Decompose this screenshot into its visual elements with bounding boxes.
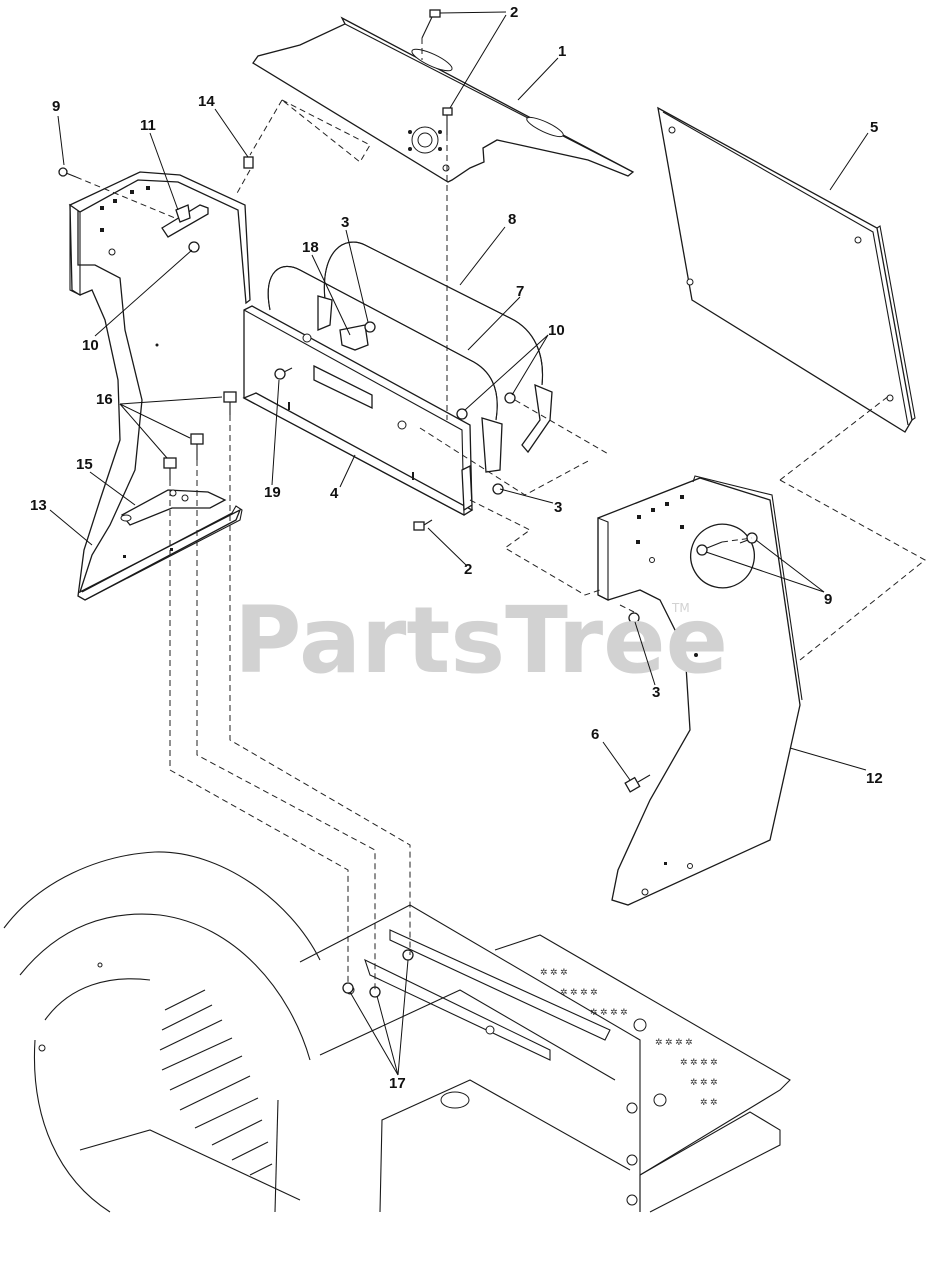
part-12-right-chute: [597, 475, 803, 906]
callout-15: 15: [76, 456, 93, 473]
callout-10-right: 10: [548, 322, 565, 339]
bolt-16-b: [190, 433, 204, 460]
callout-2-top: 2: [510, 4, 518, 21]
callout-5: 5: [870, 119, 878, 136]
callout-12: 12: [866, 770, 883, 787]
callout-4: 4: [330, 485, 339, 502]
callout-14: 14: [198, 93, 215, 110]
part-14-insert: [243, 156, 254, 169]
callout-17: 17: [389, 1075, 406, 1092]
callout-3-mid: 3: [341, 214, 349, 231]
callout-labels: 2 1 9 14 11 5 3 8 18 7 10 10 16 15 19 4 …: [30, 4, 883, 1092]
screw-9-a: [696, 541, 723, 556]
svg-text:✲ ✲ ✲: ✲ ✲ ✲: [540, 967, 568, 977]
housing-vent-slots: [159, 989, 273, 1176]
nut-10-a: [456, 408, 468, 420]
bolt-2-bottom: [413, 519, 433, 531]
callout-2-bottom: 2: [464, 561, 472, 578]
callout-8: 8: [508, 211, 516, 228]
callout-13: 13: [30, 497, 47, 514]
bolt-6: [624, 774, 651, 793]
callout-16: 16: [96, 391, 113, 408]
screw-9-left: [58, 167, 77, 178]
bolt-16-a: [223, 391, 237, 415]
callout-6: 6: [591, 726, 599, 743]
nut-3-mid: [364, 321, 376, 333]
part-5-side-panel: [657, 106, 916, 433]
callout-3-lower: 3: [652, 684, 660, 701]
watermark-text: PartsTree: [234, 587, 728, 694]
screw-19: [274, 367, 293, 380]
svg-text:✲ ✲ ✲ ✲: ✲ ✲ ✲ ✲: [590, 1007, 628, 1017]
svg-text:✲ ✲ ✲ ✲: ✲ ✲ ✲ ✲: [560, 987, 598, 997]
leader-lines: [49, 11, 869, 1076]
svg-text:✲ ✲: ✲ ✲: [700, 1097, 718, 1107]
part-8-outer-handle: [317, 241, 553, 454]
blower-housing-base: ✲ ✲ ✲ ✲ ✲ ✲ ✲ ✲ ✲ ✲ ✲ ✲ ✲ ✲ ✲ ✲ ✲ ✲ ✲ ✲ …: [3, 851, 791, 1213]
assembly-dashed-lines: [75, 38, 926, 990]
svg-text:✲ ✲ ✲ ✲: ✲ ✲ ✲ ✲: [680, 1057, 718, 1067]
callout-9-right: 9: [824, 591, 832, 608]
part-1-top-plate: [252, 16, 635, 183]
svg-text:✲ ✲ ✲: ✲ ✲ ✲: [690, 1077, 718, 1087]
nut-10-b: [504, 392, 516, 404]
callout-11: 11: [140, 117, 156, 134]
callout-19: 19: [264, 484, 281, 501]
callout-7: 7: [516, 283, 524, 300]
part-4-center-bracket: [242, 305, 474, 516]
bolt-2-top: [421, 9, 441, 39]
deck-dimple-pattern: ✲ ✲ ✲ ✲ ✲ ✲ ✲ ✲ ✲ ✲ ✲ ✲ ✲ ✲ ✲ ✲ ✲ ✲ ✲ ✲ …: [540, 967, 718, 1107]
watermark-tm: TM: [671, 601, 690, 615]
callout-3-right: 3: [554, 499, 562, 516]
part-7-inner-handle: [267, 265, 503, 473]
part-13-left-chute: [68, 171, 251, 601]
svg-text:✲ ✲ ✲ ✲: ✲ ✲ ✲ ✲: [655, 1037, 693, 1047]
nut-10-left: [188, 241, 200, 253]
watermark: PartsTree TM: [234, 587, 728, 694]
callout-1: 1: [558, 43, 566, 60]
bolt-16-c: [163, 457, 177, 480]
callout-10-left: 10: [82, 337, 99, 354]
callout-18: 18: [302, 239, 319, 256]
bolt-2-mid: [442, 107, 453, 135]
fasteners: [58, 9, 758, 998]
nut-3-right: [492, 483, 504, 495]
callout-9-left: 9: [52, 98, 60, 115]
nut-3-lower: [628, 612, 640, 624]
